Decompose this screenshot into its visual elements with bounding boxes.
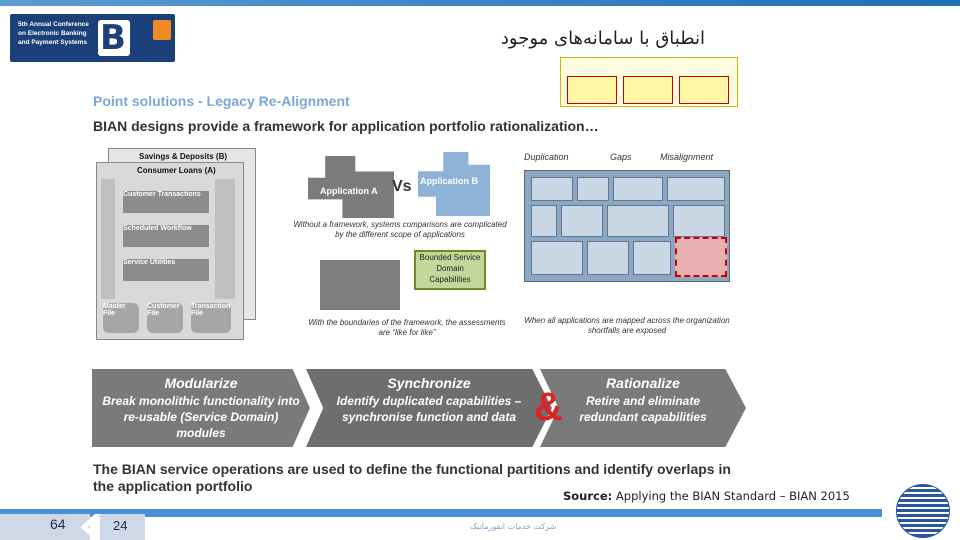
page-number-box (0, 514, 90, 540)
misalignment-label: Misalignment (660, 152, 714, 162)
ampersand-symbol: & (534, 385, 563, 429)
conference-logo: 5th Annual Conference on Electronic Bank… (10, 14, 175, 62)
slide-title: انطباق با سامانه‌های موجود (500, 28, 705, 49)
orange-square-icon (153, 20, 171, 40)
modularize-step: Modularize Break monolithic functionalit… (92, 369, 310, 447)
gaps-label: Gaps (610, 152, 632, 162)
top-stripe (0, 0, 960, 6)
card-front: Consumer Loans (A) Customer Transactions… (96, 162, 244, 340)
diagram-thumbnail (560, 57, 738, 107)
slide-number: 24 (113, 518, 128, 533)
rationalize-step: Rationalize Retire and eliminate redunda… (540, 369, 746, 447)
conference-logo-text: 5th Annual Conference on Electronic Bank… (18, 21, 89, 46)
footer-company-name: شرکت خدمات انفورماتیک (470, 522, 557, 531)
duplication-label: Duplication (524, 152, 569, 162)
application-comparison: Application A Vs Application B Without a… (290, 150, 510, 340)
brand-b-icon: B (98, 18, 130, 58)
bounded-domain-callout: Bounded Service Domain Capabilities (414, 250, 486, 290)
gap-analysis: Duplication Gaps Misalignment When all a… (522, 152, 732, 335)
slide-number-box (100, 514, 145, 540)
service-domain-grid (524, 170, 730, 282)
footer-bar (0, 509, 882, 517)
page-number: 64 (50, 516, 66, 532)
section-heading: Point solutions - Legacy Re-Alignment (93, 93, 350, 109)
comparison-caption: Without a framework, systems comparisons… (293, 220, 507, 239)
section-subheading: BIAN designs provide a framework for app… (93, 118, 599, 134)
gap-caption: When all applications are mapped across … (524, 316, 730, 335)
company-globe-logo (896, 484, 950, 538)
source-citation: Source: Applying the BIAN Standard – BIA… (563, 489, 850, 503)
vs-label: Vs (392, 178, 412, 195)
application-stack-illustration: Savings & Deposits (B) Consumer Loans (A… (96, 148, 256, 340)
summary-text: The BIAN service operations are used to … (93, 461, 731, 494)
boundaries-caption: With the boundaries of the framework, th… (308, 318, 506, 337)
synchronize-step: Synchronize Identify duplicated capabili… (306, 369, 552, 447)
mapped-grid (320, 260, 400, 310)
